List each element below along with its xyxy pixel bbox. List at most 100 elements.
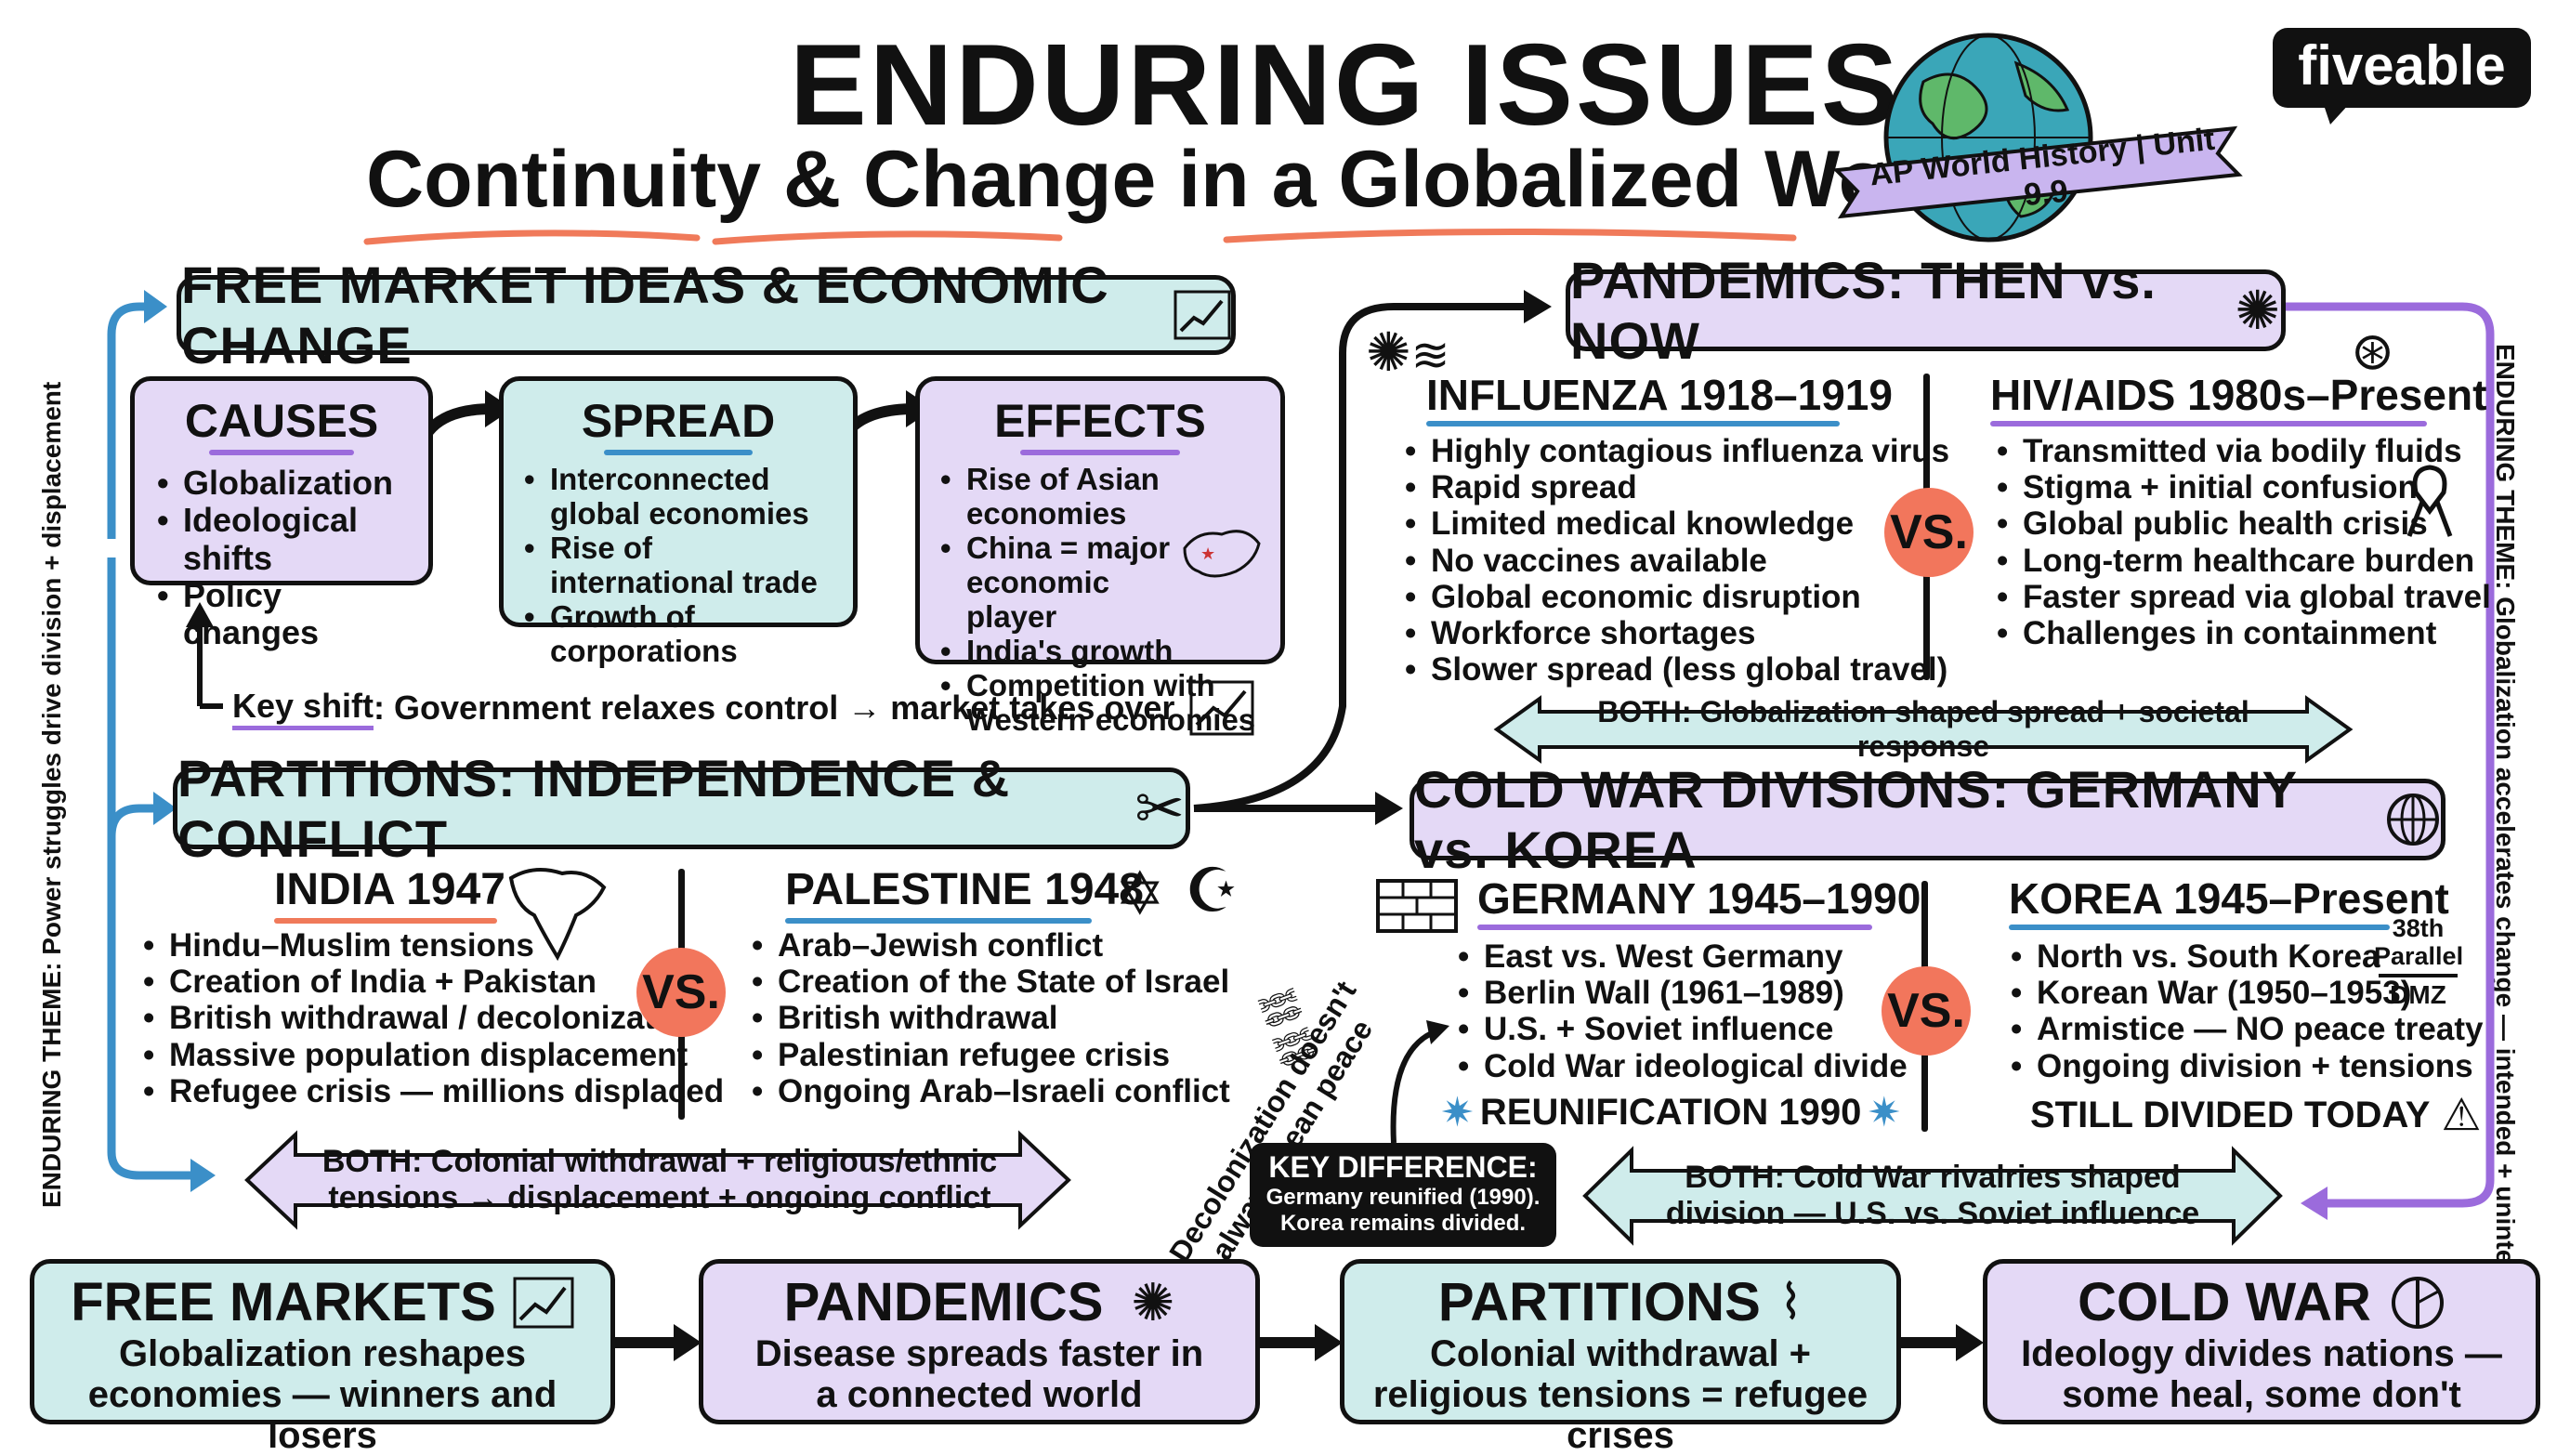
star-of-david-icon: ✡ [1115,860,1165,927]
india-item: Massive population displacement [139,1037,724,1073]
key-difference-box: KEY DIFFERENCE: Germany reunified (1990)… [1250,1143,1556,1247]
partitions-title: PARTITIONS: INDEPENDENCE & CONFLICT [177,749,1011,868]
subtitle-underlines [363,228,1797,245]
summary-card-partitions: PARTITIONS ⌇ Colonial withdrawal + relig… [1340,1259,1901,1456]
virus-wave-icon: ✺≋ [1366,322,1450,383]
influenza-item: Limited medical knowledge [1401,505,1949,542]
pandemics-vs: VS. [1884,488,1973,577]
hiv-item: Transmitted via bodily fluids [1993,433,2491,469]
virus-icon: ✺ [2235,281,2281,341]
badge-ribbon [1832,125,2243,219]
spread-item: Growth of corporations [520,599,836,669]
influenza-title: INFLUENZA 1918–1919 [1426,371,1893,419]
starburst-icon: ✷ [1867,1090,1902,1135]
reunification-row: ✷ REUNIFICATION 1990 ✷ [1440,1089,1901,1136]
india-title: INDIA 1947 [274,865,505,914]
germany-underline [1477,925,1872,930]
pandemics-both-arrow [1493,695,2354,764]
summary-card-cold-war: COLD WAR Ideology divides nations — some… [1983,1259,2540,1424]
palestine-item: Ongoing Arab–Israeli conflict [748,1073,1230,1109]
palestine-underline [785,918,1092,924]
cold-war-title: COLD WAR DIVISIONS: GERMANY vs. KOREA [1414,760,2298,879]
spread-title: SPREAD [581,395,776,447]
india-underline [274,918,497,924]
brick-wall-icon [1376,879,1458,933]
cold-war-title-bar: COLD WAR DIVISIONS: GERMANY vs. KOREA [1410,760,2446,879]
summary-card-free-markets: FREE MARKETS Globalization reshapes econ… [30,1259,615,1456]
korea-list: North vs. South Korea Korean War (1950–1… [2007,938,2483,1084]
china-map-icon: ★ [1183,530,1261,578]
korea-title: KOREA 1945–Present [2009,874,2449,923]
pandemics-both-text: BOTH: Globalization shaped spread + soci… [1597,695,2249,763]
starburst-icon: ✷ [1440,1090,1475,1135]
still-divided-text: STILL DIVIDED TODAY [2030,1094,2431,1135]
effects-item: China = major economic player [937,531,1264,635]
hiv-item: Faster spread via global travel [1993,579,2491,615]
causes-underline [209,450,354,455]
logo-tail [2323,102,2351,125]
page-subtitle: Continuity & Change in a Globalized Worl… [366,135,1990,224]
korea-item: Armistice — NO peace treaty [2007,1011,2483,1047]
influenza-item: Slower spread (less global travel) [1401,651,1949,688]
effects-item: India's growth [937,634,1264,669]
partitions-title-bar: PARTITIONS: INDEPENDENCE & CONFLICT ✂ [173,749,1190,868]
hiv-item: Challenges in containment [1993,615,2491,651]
influenza-underline [1426,421,1840,426]
causes-item: Globalization [153,464,410,502]
line-chart-icon [513,1277,574,1328]
partitions-both-arrow [244,1130,1071,1230]
hiv-list: Transmitted via bodily fluids Stigma + i… [1993,433,2491,651]
india-item: Creation of India + Pakistan [139,964,724,1000]
summary-card-pandemics: PANDEMICS ✺ Disease spreads faster in a … [699,1259,1260,1424]
germany-title: GERMANY 1945–1990 [1477,874,1921,923]
key-shift-text: : Government relaxes control → market ta… [374,689,1175,727]
causes-box: CAUSES Globalization Ideological shifts … [130,376,433,651]
summary-title: PARTITIONS [1437,1272,1761,1332]
summary-text: Colonial withdrawal + religious tensions… [1372,1333,1869,1456]
reunification-text: REUNIFICATION 1990 [1479,1092,1862,1133]
map-icon: ⌇ [1778,1275,1803,1330]
korea-item: Ongoing division + tensions [2007,1048,2483,1084]
free-market-title-bar: FREE MARKET IDEAS & ECONOMIC CHANGE [177,256,1236,374]
key-difference-title: KEY DIFFERENCE: [1268,1150,1538,1184]
india-list: Hindu–Muslim tensions Creation of India … [139,927,724,1109]
effects-underline [1020,450,1180,455]
hiv-item: Long-term healthcare burden [1993,543,2491,579]
free-market-title: FREE MARKET IDEAS & ECONOMIC CHANGE [181,256,1109,374]
palestine-list: Arab–Jewish conflict Creation of the Sta… [748,927,1230,1109]
cold-war-both-text: BOTH: Cold War rivalries shaped division… [1665,1159,2200,1231]
india-map-icon [508,868,607,962]
key-difference-text: Germany reunified (1990). Korea remains … [1265,1185,1541,1236]
palestine-item: Palestinian refugee crisis [748,1037,1230,1073]
india-item: Refugee crisis — millions displaced [139,1073,724,1109]
key-shift-row: Key shift : Government relaxes control →… [232,680,1254,736]
palestine-title: PALESTINE 1948 [785,865,1144,914]
influenza-item: Workforce shortages [1401,615,1949,651]
causes-title: CAUSES [184,395,379,447]
still-divided-row: STILL DIVIDED TODAY ⚠ [2030,1089,2481,1141]
globe-grid-icon [2387,794,2439,846]
pandemics-title-bar: PANDEMICS: THEN vs. NOW ✺ [1566,251,2286,370]
influenza-list: Highly contagious influenza virus Rapid … [1401,433,1949,689]
germany-item: Cold War ideological divide [1454,1048,1908,1084]
fiveable-logo [2273,28,2531,108]
causes-item: Ideological shifts [153,502,410,577]
korea-item: North vs. South Korea [2007,938,2483,975]
palestine-item: Arab–Jewish conflict [748,927,1230,964]
awareness-ribbon-icon [2406,465,2453,537]
summary-title: FREE MARKETS [71,1272,496,1332]
summary-title: PANDEMICS [783,1272,1104,1332]
pandemics-title: PANDEMICS: THEN vs. NOW [1570,251,2157,370]
influenza-item: No vaccines available [1401,543,1949,579]
warning-icon: ⚠ [2441,1091,2482,1140]
korea-underline [2009,925,2390,930]
india-item: British withdrawal / decolonization [139,1000,724,1036]
causes-item: Policy changes [153,576,410,652]
effects-item: Rise of Asian economies [937,462,1264,531]
effects-item: Competition with Western economies [937,668,1264,738]
germany-item: U.S. + Soviet influence [1454,1011,1908,1047]
microbe-icon: ⊛ [2351,321,2394,380]
hiv-item: Global public health crisis [1993,505,2491,542]
palestine-item: British withdrawal [748,1000,1230,1036]
spread-item: Interconnected global economies [520,462,836,531]
